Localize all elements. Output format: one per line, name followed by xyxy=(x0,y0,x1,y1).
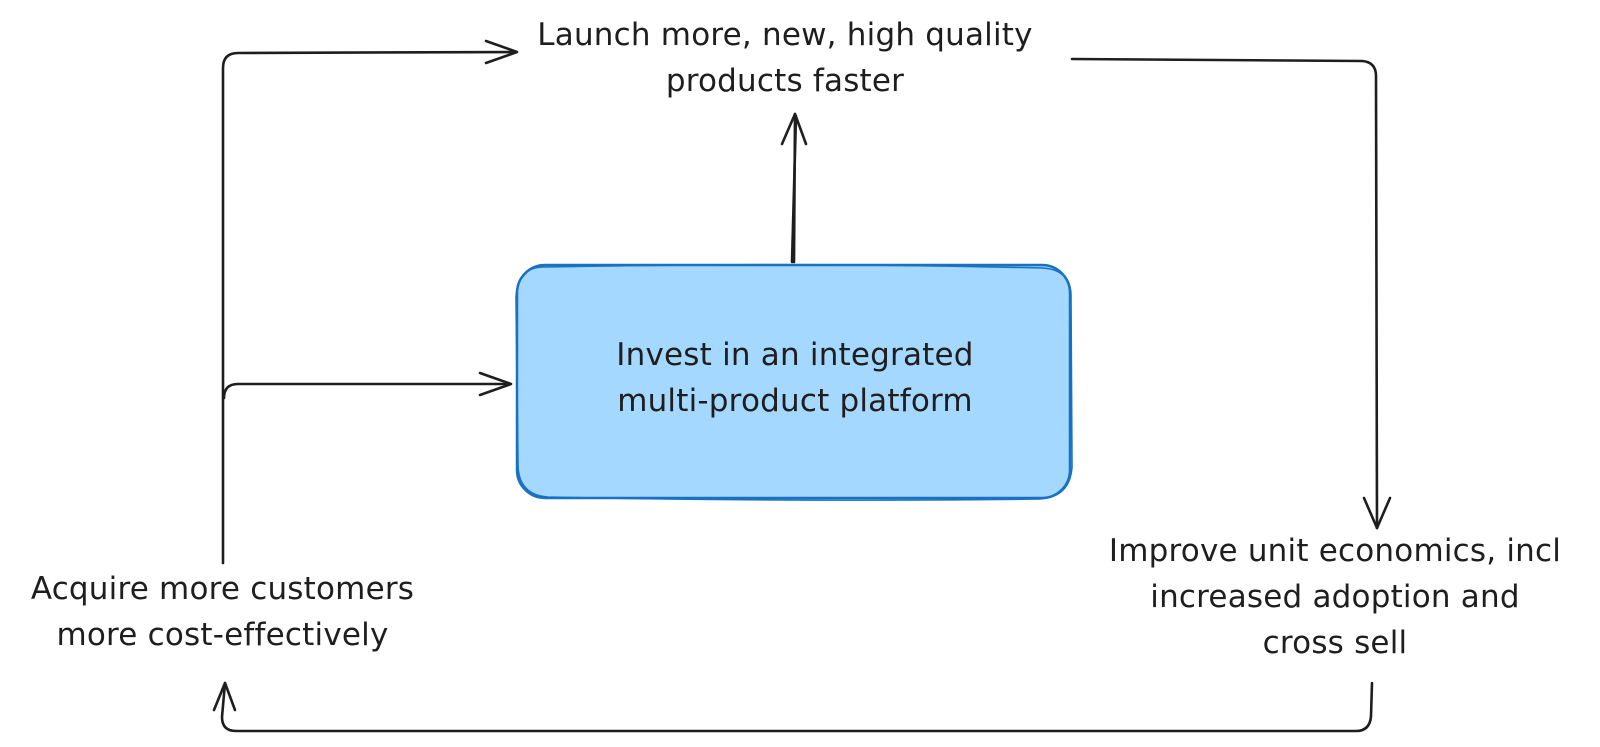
node-unit-line-1: Improve unit economics, incl xyxy=(1108,533,1562,569)
node-invest-line-2: multi-product platform xyxy=(617,383,973,419)
platform-box-sketch-outline xyxy=(515,263,1073,501)
edge-launch-to-unit-economics xyxy=(1070,57,1392,530)
edge-invest-to-launch xyxy=(780,112,808,264)
node-launch-products[interactable]: Launch more, new, high quality products … xyxy=(505,12,1065,104)
node-launch-line-2: products faster xyxy=(665,63,905,99)
edge-unit-economics-to-acquire xyxy=(212,681,1374,733)
node-acquire-line-1: Acquire more customers xyxy=(30,571,415,607)
node-launch-line-1: Launch more, new, high quality xyxy=(537,17,1033,53)
node-unit-line-3: cross sell xyxy=(1262,625,1408,661)
node-unit-economics[interactable]: Improve unit economics, incl increased a… xyxy=(1070,528,1600,666)
node-acquire-customers[interactable]: Acquire more customers more cost-effecti… xyxy=(0,566,445,658)
edge-acquire-to-invest xyxy=(222,371,513,400)
node-acquire-line-2: more cost-effectively xyxy=(56,617,389,653)
node-invest-line-1: Invest in an integrated xyxy=(616,337,974,373)
node-invest-platform[interactable]: Invest in an integrated multi-product pl… xyxy=(520,332,1070,424)
edge-acquire-to-launch xyxy=(221,39,519,565)
node-unit-line-2: increased adoption and xyxy=(1150,579,1520,615)
